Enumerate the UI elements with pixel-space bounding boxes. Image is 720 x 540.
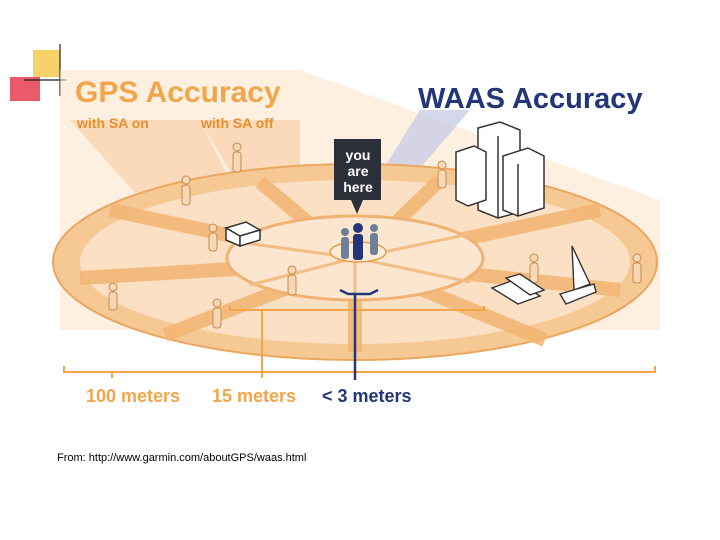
person-figure	[438, 161, 446, 188]
person-figure	[288, 266, 296, 295]
outer-scale-line	[64, 366, 655, 372]
person-figure	[182, 176, 190, 205]
person-figure	[213, 299, 221, 328]
scale-label-100m: 100 meters	[86, 386, 180, 406]
source-caption: From: http://www.garmin.com/aboutGPS/waa…	[57, 452, 306, 464]
you-are-here-line-1: you	[346, 147, 371, 163]
person-figure	[209, 224, 217, 251]
waas-accuracy-title: WAAS Accuracy	[418, 83, 643, 115]
you-are-here-line-2: are	[347, 163, 368, 179]
person-figure	[109, 283, 117, 310]
scale-label-3m: < 3 meters	[322, 386, 412, 406]
you-are-here-people	[341, 223, 378, 260]
person-figure	[633, 254, 641, 283]
person-figure	[233, 143, 241, 172]
sa-off-label: with SA off	[200, 115, 274, 131]
sa-on-label: with SA on	[76, 115, 149, 131]
you-are-here-line-3: here	[343, 179, 373, 195]
scale-label-15m: 15 meters	[212, 386, 296, 406]
gps-accuracy-title: GPS Accuracy	[75, 76, 281, 109]
person-figure	[530, 254, 538, 283]
